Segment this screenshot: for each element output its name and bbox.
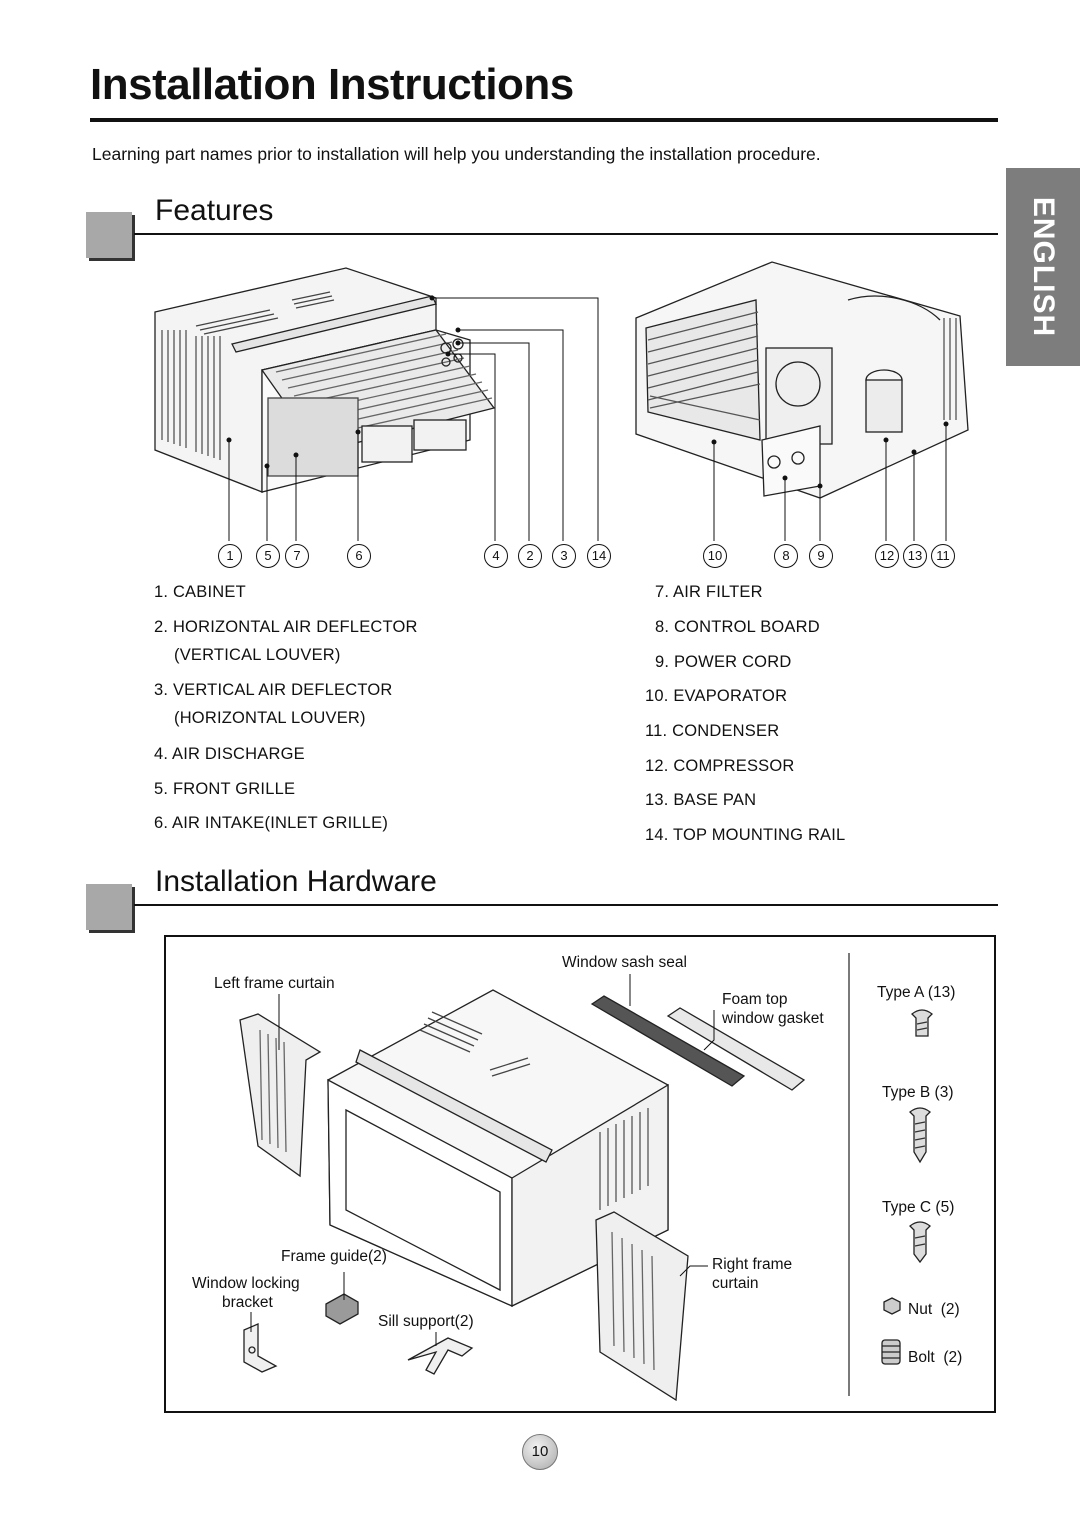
hardware-rule (134, 904, 998, 906)
callout-11: 11 (931, 544, 955, 568)
label-bolt: Bolt (2) (908, 1349, 963, 1366)
label-frame-guide: Frame guide(2) (281, 1248, 387, 1265)
part-item: 8. CONTROL BOARD (655, 618, 820, 636)
callout-8: 8 (774, 544, 798, 568)
label-right-frame: Right frame (712, 1256, 793, 1273)
hardware-section-marker (86, 884, 132, 930)
callout-6: 6 (347, 544, 371, 568)
part-item: 11. CONDENSER (645, 722, 780, 740)
part-item: 5. FRONT GRILLE (154, 780, 296, 798)
part-item: 3. VERTICAL AIR DEFLECTOR (154, 681, 393, 699)
part-item: 7. AIR FILTER (655, 583, 763, 601)
label-window-gasket: window gasket (722, 1010, 824, 1027)
callout-1: 1 (218, 544, 242, 568)
label-window-locking: Window locking (192, 1275, 300, 1292)
part-item: 14. TOP MOUNTING RAIL (645, 826, 846, 844)
page-number: 10 (522, 1434, 558, 1470)
label-foam-top: Foam top (722, 991, 788, 1008)
page-title: Installation Instructions (90, 60, 574, 109)
title-rule (90, 118, 998, 122)
callout-4: 4 (484, 544, 508, 568)
part-item: 2. HORIZONTAL AIR DEFLECTOR (154, 618, 418, 636)
callout-2: 2 (518, 544, 542, 568)
intro-text: Learning part names prior to installatio… (92, 144, 821, 164)
label-sill-support: Sill support(2) (378, 1313, 474, 1330)
callout-13: 13 (903, 544, 927, 568)
label-window-sash-seal: Window sash seal (562, 954, 687, 971)
language-tab: ENGLISH (1006, 168, 1080, 366)
part-item: 12. COMPRESSOR (645, 757, 795, 775)
callout-14: 14 (587, 544, 611, 568)
part-item: 13. BASE PAN (645, 791, 757, 809)
part-subitem: (VERTICAL LOUVER) (174, 646, 341, 664)
callout-10: 10 (703, 544, 727, 568)
features-heading: Features (155, 194, 274, 227)
features-section-marker (86, 212, 132, 258)
part-item: 6. AIR INTAKE(INLET GRILLE) (154, 814, 389, 832)
hardware-panel (164, 935, 996, 1413)
label-type-a: Type A (13) (877, 984, 956, 1001)
callout-12: 12 (875, 544, 899, 568)
label-left-frame-curtain: Left frame curtain (214, 975, 335, 992)
features-rule (134, 233, 998, 235)
label-type-b: Type B (3) (882, 1084, 954, 1101)
part-item: 9. POWER CORD (655, 653, 792, 671)
part-item: 10. EVAPORATOR (645, 687, 788, 705)
label-curtain: curtain (712, 1275, 759, 1292)
part-item: 4. AIR DISCHARGE (154, 745, 305, 763)
callout-7: 7 (285, 544, 309, 568)
label-nut: Nut (2) (908, 1301, 960, 1318)
callout-3: 3 (552, 544, 576, 568)
label-type-c: Type C (5) (882, 1199, 955, 1216)
callout-5: 5 (256, 544, 280, 568)
label-bracket: bracket (222, 1294, 273, 1311)
part-subitem: (HORIZONTAL LOUVER) (174, 709, 366, 727)
hardware-heading: Installation Hardware (155, 865, 437, 898)
part-item: 1. CABINET (154, 583, 246, 601)
callout-9: 9 (809, 544, 833, 568)
